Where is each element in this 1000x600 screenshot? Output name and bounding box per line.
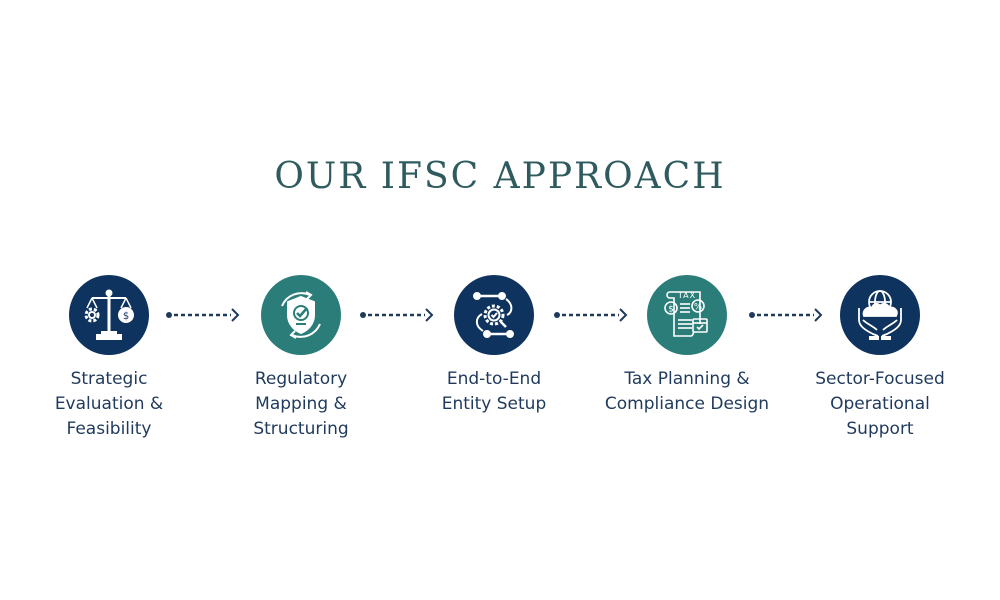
svg-text:$: $ — [123, 311, 129, 322]
scale-balance-icon: $ — [84, 289, 134, 340]
step-operational-support: Sector-Focused Operational Support — [790, 275, 970, 442]
step-tax-planning: TAX $ % Tax Planning & Compliance Design — [597, 275, 777, 417]
step-circle: $ — [69, 275, 149, 355]
step-label: Tax Planning & Compliance Design — [604, 369, 770, 414]
step-label: End-to-End Entity Setup — [441, 369, 547, 414]
step-label: Regulatory Mapping & Structuring — [253, 369, 349, 439]
dotted-arrow-connector — [360, 308, 434, 322]
step-label: Strategic Evaluation & Feasibility — [54, 369, 164, 439]
dotted-arrow-connector — [749, 308, 823, 322]
step-label: Sector-Focused Operational Support — [815, 369, 945, 439]
tax-document-icon: TAX $ % — [664, 291, 708, 337]
step-circle — [454, 275, 534, 355]
step-entity-setup: End-to-End Entity Setup — [404, 275, 584, 417]
step-circle — [840, 275, 920, 355]
step-regulatory-mapping: Regulatory Mapping & Structuring — [211, 275, 391, 442]
step-circle — [261, 275, 341, 355]
svg-text:$: $ — [668, 305, 674, 315]
dotted-arrow-connector — [554, 308, 628, 322]
svg-text:%: % — [694, 303, 702, 313]
page-title: OUR IFSC APPROACH — [274, 156, 726, 197]
step-strategic-evaluation: $ Strategic Evaluation & Feasibility — [19, 275, 199, 442]
hands-globe-icon — [858, 290, 902, 340]
dotted-arrow-connector — [166, 308, 240, 322]
svg-text:TAX: TAX — [677, 291, 696, 300]
shield-check-icon — [281, 291, 321, 339]
step-circle: TAX $ % — [647, 275, 727, 355]
gear-workflow-icon — [473, 292, 514, 338]
